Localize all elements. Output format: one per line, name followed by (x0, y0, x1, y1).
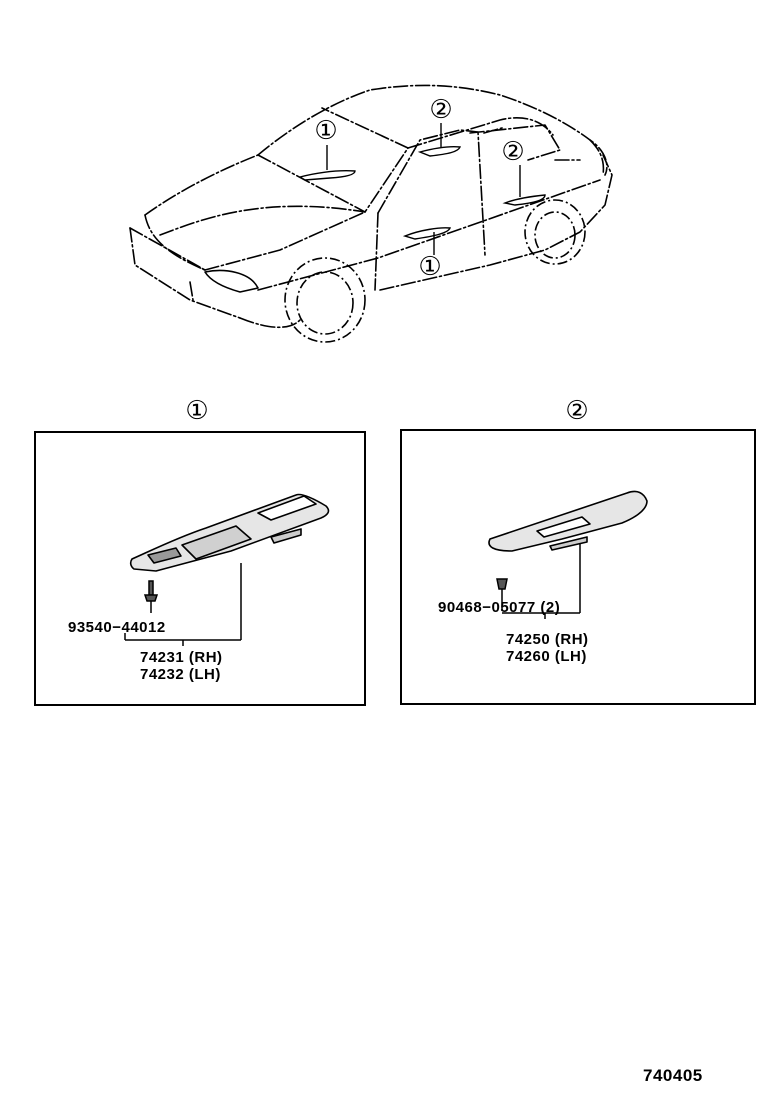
panel-1-header: ① (185, 396, 209, 426)
callout-2-rear-door: ② (501, 137, 525, 167)
callout-2-front-door: ② (429, 95, 453, 125)
car-overview-illustration: ① ② ② ① (0, 0, 760, 380)
assembly-lh-part-number: 74232 (LH) (140, 666, 221, 683)
panel-2: 90468−05077 (2) 74250 (RH) 74260 (LH) (400, 429, 756, 705)
window-switch-base-drawing (488, 490, 648, 619)
master-switch-base-drawing (124, 493, 330, 646)
clip-part-number: 90468−05077 (2) (438, 599, 561, 616)
callout-1-dash: ① (314, 116, 338, 146)
panel-2-header: ② (565, 396, 589, 426)
car-outline-drawing (129, 84, 613, 343)
callout-1-front-door: ① (418, 252, 442, 282)
assembly-rh-part-number: 74231 (RH) (140, 649, 223, 666)
screw-part-number: 93540−44012 (68, 619, 166, 636)
assembly-rh-part-number: 74250 (RH) (506, 631, 589, 648)
panel-1: 93540−44012 74231 (RH) 74232 (LH) (34, 431, 366, 706)
assembly-lh-part-number: 74260 (LH) (506, 648, 587, 665)
diagram-id: 740405 (643, 1066, 703, 1085)
